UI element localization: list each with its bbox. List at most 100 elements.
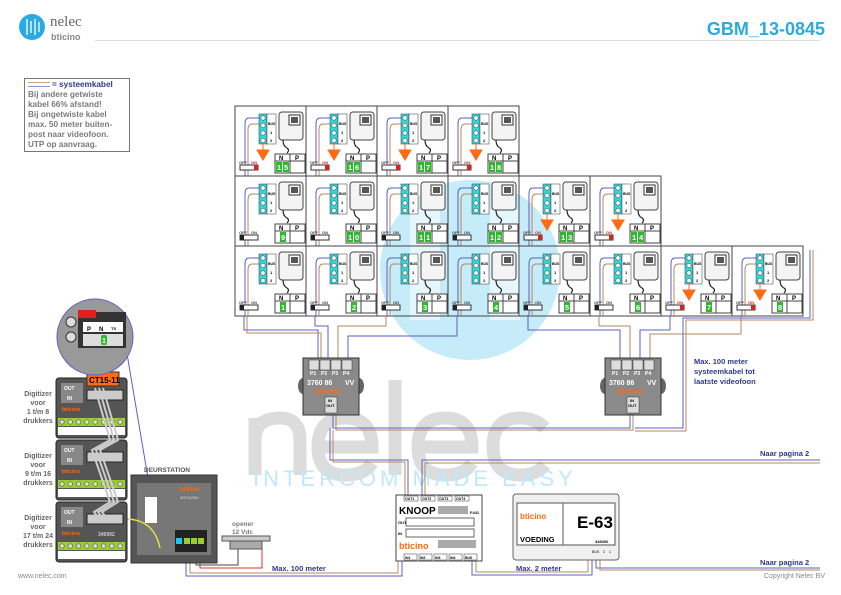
- svg-text:systeemkabel tot: systeemkabel tot: [694, 367, 755, 376]
- svg-text:BUS: BUS: [268, 192, 276, 196]
- svg-text:1: 1: [767, 270, 770, 275]
- svg-text:1: 1: [412, 270, 415, 275]
- arrow-down-icon: [398, 144, 412, 161]
- svg-text:N: N: [279, 226, 283, 232]
- svg-text:1: 1: [270, 200, 273, 205]
- svg-text:ON: ON: [251, 160, 257, 165]
- svg-text:ON: ON: [464, 300, 470, 305]
- svg-text:OFF: OFF: [239, 230, 248, 235]
- label-naar-pagina-2b: Naar pagina 2: [760, 558, 809, 567]
- footer-website[interactable]: www.nelec.com: [18, 573, 67, 580]
- handset-cord-icon: [424, 279, 432, 294]
- svg-text:P: P: [508, 296, 512, 302]
- svg-text:2: 2: [767, 278, 770, 283]
- svg-text:BUS: BUS: [481, 262, 489, 266]
- svg-text:OFF: OFF: [381, 160, 390, 165]
- svg-text:bticino: bticino: [315, 387, 341, 396]
- videophone-number: 1: [348, 233, 352, 242]
- svg-text:2: 2: [625, 208, 628, 213]
- svg-text:OUT: OUT: [64, 386, 75, 392]
- handset-cord-icon: [282, 139, 290, 154]
- svg-text:bticino: bticino: [520, 512, 546, 521]
- svg-text:IN: IN: [630, 398, 634, 403]
- handset-cord-icon: [637, 279, 645, 294]
- videophone-number: 7: [707, 303, 711, 312]
- svg-text:9 t/m 16: 9 t/m 16: [25, 471, 51, 478]
- svg-text:ON: ON: [748, 300, 754, 305]
- svg-text:OFF: OFF: [594, 230, 603, 235]
- svg-text:2: 2: [341, 208, 344, 213]
- svg-text:OFF: OFF: [665, 300, 674, 305]
- videophone-number: 1: [632, 233, 636, 242]
- svg-text:BUS: BUS: [623, 262, 631, 266]
- svg-text:IN3: IN3: [435, 556, 441, 560]
- svg-text:N: N: [705, 296, 709, 302]
- svg-text:ON: ON: [535, 300, 541, 305]
- svg-text:OUT4: OUT4: [456, 497, 465, 501]
- cable-swatch: [28, 82, 50, 88]
- svg-text:ON: ON: [251, 230, 257, 235]
- svg-text:2: 2: [270, 138, 273, 143]
- svg-text:laatste videofoon: laatste videofoon: [694, 377, 756, 386]
- svg-text:OUT: OUT: [64, 448, 75, 454]
- svg-text:N: N: [421, 156, 425, 162]
- svg-text:2: 2: [483, 138, 486, 143]
- handset-cord-icon: [779, 279, 787, 294]
- svg-text:OFF: OFF: [452, 230, 461, 235]
- svg-text:IN: IN: [67, 458, 72, 464]
- svg-text:2: 2: [341, 278, 344, 283]
- svg-text:IN1: IN1: [405, 556, 411, 560]
- svg-text:OFF: OFF: [239, 160, 248, 165]
- handset-cord-icon: [566, 279, 574, 294]
- arrow-down-icon: [753, 284, 767, 301]
- svg-text:N: N: [492, 226, 496, 232]
- videophone-number: 1: [277, 163, 281, 172]
- svg-text:Digitizer: Digitizer: [24, 453, 52, 460]
- svg-text:ON: ON: [251, 300, 257, 305]
- svg-text:N: N: [492, 156, 496, 162]
- handset-cord-icon: [637, 209, 645, 224]
- svg-text:1: 1: [341, 200, 344, 205]
- svg-text:ON: ON: [322, 300, 328, 305]
- svg-text:Digitizer: Digitizer: [24, 391, 52, 398]
- svg-text:1: 1: [625, 200, 628, 205]
- handset-cord-icon: [566, 209, 574, 224]
- svg-text:Max. 100 meter: Max. 100 meter: [694, 357, 748, 366]
- svg-text:bticino: bticino: [617, 387, 643, 396]
- svg-text:P: P: [366, 226, 370, 232]
- svg-text:ART342560: ART342560: [180, 496, 199, 500]
- svg-text:P: P: [295, 226, 299, 232]
- handset-cord-icon: [495, 279, 503, 294]
- svg-text:BUS: BUS: [339, 122, 347, 126]
- svg-text:P: P: [295, 156, 299, 162]
- svg-text:bticino: bticino: [180, 487, 200, 493]
- svg-text:2: 2: [483, 208, 486, 213]
- videophone-number: 1: [419, 163, 423, 172]
- svg-text:2: 2: [270, 208, 273, 213]
- voeding-e63: bticino E-63 VOEDING 346000 BUS 2 1: [512, 493, 620, 561]
- handset-cord-icon: [353, 279, 361, 294]
- svg-text:OFF: OFF: [310, 230, 319, 235]
- videophone-number: 1: [490, 233, 494, 242]
- svg-text:BUS: BUS: [339, 262, 347, 266]
- svg-text:OFF: OFF: [594, 300, 603, 305]
- svg-text:BUS: BUS: [765, 262, 773, 266]
- videophone-number: 5: [565, 303, 569, 312]
- svg-text:KNOOP: KNOOP: [399, 506, 436, 517]
- svg-text:OFF: OFF: [381, 230, 390, 235]
- svg-text:1: 1: [341, 270, 344, 275]
- svg-text:2: 2: [554, 278, 557, 283]
- svg-text:P: P: [792, 296, 796, 302]
- svg-text:BUS: BUS: [410, 122, 418, 126]
- svg-text:drukkers: drukkers: [23, 418, 53, 425]
- svg-text:1: 1: [625, 270, 628, 275]
- svg-text:OFF: OFF: [523, 300, 532, 305]
- svg-text:Digitizer: Digitizer: [24, 515, 52, 522]
- svg-text:VV: VV: [647, 380, 657, 387]
